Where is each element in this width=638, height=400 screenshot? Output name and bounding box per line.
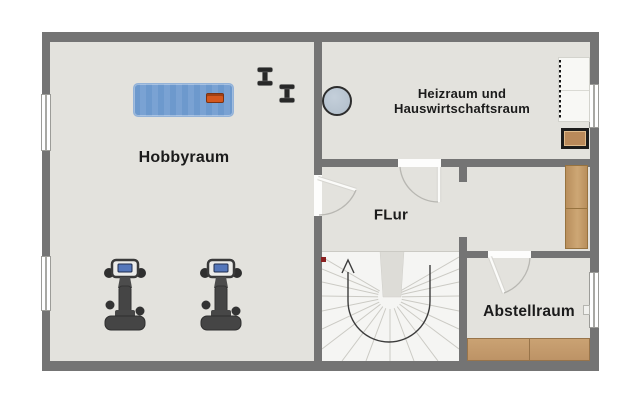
wall-top bbox=[42, 32, 599, 42]
wardrobe bbox=[565, 165, 588, 249]
storage-shelf bbox=[467, 338, 590, 361]
white-cabinet bbox=[558, 57, 590, 122]
wall-stub-upper bbox=[459, 167, 467, 182]
room-label-hobbyraum: Hobbyraum bbox=[138, 149, 230, 166]
room-label-abstellraum: Abstellraum bbox=[483, 303, 575, 320]
cabinet-dashed-line bbox=[559, 60, 561, 119]
door-arc bbox=[318, 189, 357, 216]
door-opening-abstell bbox=[488, 251, 531, 258]
wall-stairs-abstell bbox=[459, 258, 467, 361]
wall-right bbox=[590, 32, 599, 371]
room-label-heizraum-line2: Hauswirtschaftsraum bbox=[393, 101, 531, 116]
wall-stub-lower bbox=[459, 237, 467, 251]
dumbbell-icon bbox=[279, 84, 295, 103]
room-label-flur: FLur bbox=[373, 206, 409, 224]
wall-left bbox=[42, 32, 50, 371]
exercise-machine bbox=[104, 258, 146, 331]
window-hobby-upper bbox=[41, 94, 51, 151]
door-opening-heizraum bbox=[398, 159, 441, 167]
wall-bottom bbox=[42, 361, 599, 371]
boiler bbox=[322, 86, 352, 116]
pool-table-tray bbox=[206, 93, 224, 103]
door-arc bbox=[503, 257, 531, 294]
window-abstellraum bbox=[589, 272, 599, 328]
pool-table bbox=[133, 83, 234, 117]
exercise-machine bbox=[200, 258, 242, 331]
washing-machine bbox=[561, 128, 589, 149]
stairs-walkline bbox=[347, 265, 431, 343]
stairs-entry-marker bbox=[321, 257, 326, 262]
stairs-up-arrow-icon bbox=[341, 258, 355, 274]
door-opening-hobby-flur bbox=[314, 175, 322, 216]
dumbbell-icon bbox=[257, 67, 273, 86]
room-label-heizraum: Heizraum und Hauswirtschaftsraum bbox=[394, 86, 530, 116]
winder-staircase bbox=[322, 251, 459, 361]
window-hobby-lower bbox=[41, 256, 51, 311]
wall-heizraum-flur bbox=[322, 159, 590, 167]
door-arc bbox=[399, 166, 439, 203]
room-label-heizraum-line1: Heizraum und bbox=[417, 86, 507, 101]
stair-landing-column bbox=[379, 251, 405, 298]
window-handle-mark bbox=[583, 305, 590, 315]
